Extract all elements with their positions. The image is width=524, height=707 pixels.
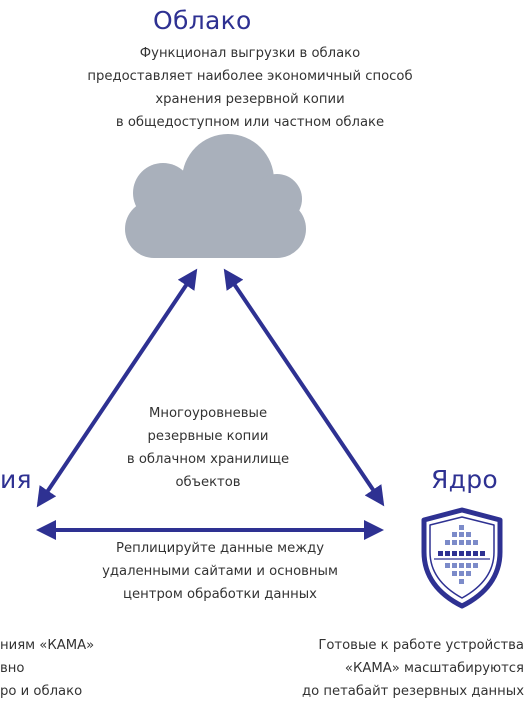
cloud-title: Облако xyxy=(153,6,252,35)
cloud-icon xyxy=(125,134,306,258)
cloud-desc-line: Функционал выгрузки в облако xyxy=(139,46,361,61)
center-text-line: в облачном хранилище xyxy=(126,452,290,467)
center-text-line: объектов xyxy=(175,475,241,490)
center-text-line: резервные копии xyxy=(147,429,269,444)
arrow-cloud-right xyxy=(223,268,385,507)
right-desc-line: Готовые к работе устройства xyxy=(318,638,524,653)
arrow-cloud-left xyxy=(36,268,198,508)
left-desc-line: ниям «КАМА» xyxy=(0,638,95,653)
right-desc-line: «КАМА» масштабируются xyxy=(344,661,524,676)
replication-text-line: центром обработки данных xyxy=(123,587,317,602)
right-node-title: Ядро xyxy=(431,465,499,494)
left-desc-line: вно xyxy=(0,661,25,676)
cloud-desc-line: предоставляет наиболее экономичный спосо… xyxy=(87,69,413,84)
left-node-description: ниям «КАМА» вно ро и облако xyxy=(0,634,130,703)
cloud-desc-line: в общедоступном или частном облаке xyxy=(115,115,385,130)
replication-text-line: удаленными сайтами и основным xyxy=(102,564,338,579)
replication-text-line: Реплицируйте данные между xyxy=(116,541,324,556)
cloud-description: Функционал выгрузки в облако предоставля… xyxy=(40,42,460,134)
right-node-description: Готовые к работе устройства «КАМА» масшт… xyxy=(270,634,524,703)
cloud-desc-line: хранения резервной копии xyxy=(155,92,345,107)
left-node-title: ия xyxy=(0,465,32,494)
center-text-line: Многоуровневые xyxy=(148,406,268,421)
shield-icon xyxy=(421,507,503,609)
right-desc-line: до петабайт резервных данных xyxy=(302,684,524,699)
replication-text: Реплицируйте данные между удаленными сай… xyxy=(70,537,370,606)
center-text: Многоуровневые резервные копии в облачно… xyxy=(98,402,318,494)
left-desc-line: ро и облако xyxy=(0,684,83,699)
